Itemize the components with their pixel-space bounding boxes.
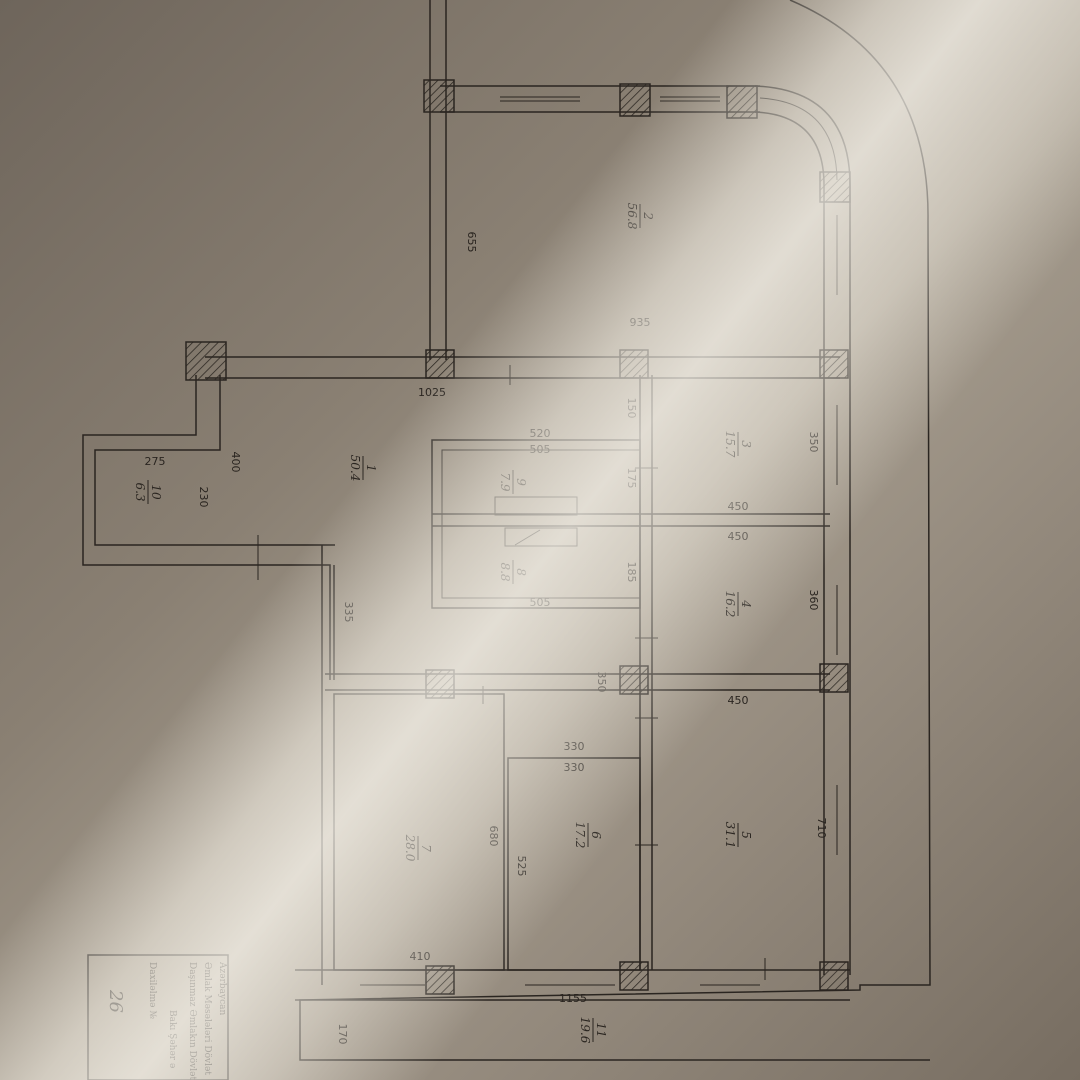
- svg-text:Daxiləlmə №: Daxiləlmə №: [147, 962, 157, 1019]
- svg-text:400: 400: [229, 452, 242, 473]
- svg-text:185: 185: [625, 562, 638, 583]
- registration-stamp: Azərbaycan Əmlak Məsələləri Dövlət Daşın…: [87, 954, 229, 1080]
- wall-horizontal-upper: [205, 356, 840, 379]
- room-8-9-outline: [431, 439, 641, 609]
- svg-text:Azərbaycan: Azərbaycan: [217, 961, 227, 1015]
- wall-right-exterior: [823, 185, 851, 975]
- handwritten-number: 26: [105, 989, 126, 1013]
- svg-text:17.2: 17.2: [573, 822, 587, 849]
- wall-room2-left: [429, 0, 447, 360]
- svg-text:2: 2: [641, 211, 655, 220]
- svg-text:175: 175: [625, 468, 638, 489]
- room-label-11: 11 19.6: [578, 1017, 608, 1044]
- svg-text:16.2: 16.2: [723, 591, 737, 618]
- svg-text:275: 275: [145, 455, 166, 468]
- room-label-4: 4 16.2: [723, 591, 753, 618]
- svg-text:330: 330: [564, 761, 585, 774]
- svg-text:4: 4: [739, 599, 753, 608]
- svg-text:10: 10: [149, 484, 163, 500]
- svg-text:3: 3: [739, 440, 753, 448]
- svg-text:350: 350: [595, 672, 608, 693]
- svg-text:50.4: 50.4: [348, 455, 362, 482]
- svg-text:150: 150: [625, 398, 638, 419]
- svg-text:Daşınmaz Əmlakın Dövlət: Daşınmaz Əmlakın Dövlət: [187, 962, 197, 1080]
- svg-text:520: 520: [530, 427, 551, 440]
- svg-text:170: 170: [336, 1024, 349, 1045]
- svg-text:450: 450: [728, 530, 749, 543]
- room-label-1: 1 50.4: [348, 455, 378, 482]
- svg-text:330: 330: [564, 740, 585, 753]
- svg-text:410: 410: [410, 950, 431, 963]
- wall-curved-corner: [754, 85, 851, 186]
- svg-text:505: 505: [530, 443, 551, 456]
- svg-text:505: 505: [530, 596, 551, 609]
- room-label-6: 6 17.2: [573, 822, 603, 849]
- svg-text:1: 1: [364, 464, 378, 472]
- wall-horizontal-lower: [325, 673, 830, 691]
- svg-text:360: 360: [807, 590, 820, 611]
- room-10-outline: [82, 375, 335, 985]
- svg-text:Əmlak Məsələləri Dövlət: Əmlak Məsələləri Dövlət: [202, 962, 212, 1075]
- svg-text:1025: 1025: [418, 386, 446, 399]
- svg-text:6: 6: [589, 831, 603, 839]
- svg-text:710: 710: [815, 818, 828, 839]
- svg-text:5: 5: [739, 831, 753, 839]
- room-7-outline: [333, 693, 505, 971]
- room-label-2: 2 56.8: [625, 203, 655, 230]
- wall-horizontal-middle: [432, 513, 830, 527]
- svg-text:7.9: 7.9: [498, 472, 512, 491]
- svg-text:7: 7: [419, 844, 433, 852]
- room-label-3: 3 15.7: [723, 431, 753, 458]
- svg-text:6.3: 6.3: [133, 482, 147, 501]
- room-label-8: 8 8.8: [498, 560, 528, 584]
- dimension-labels: 655 935 1025 150 520 505 175 350 450 450…: [145, 232, 829, 1045]
- room-label-10: 10 6.3: [133, 480, 163, 504]
- room-label-7: 7 28.0: [403, 834, 433, 862]
- room-label-5: 5 31.1: [723, 822, 753, 849]
- svg-text:350: 350: [807, 432, 820, 453]
- svg-text:680: 680: [487, 826, 500, 847]
- svg-text:450: 450: [728, 694, 749, 707]
- svg-text:9: 9: [514, 478, 528, 486]
- svg-text:15.7: 15.7: [723, 431, 737, 458]
- svg-text:31.1: 31.1: [723, 822, 737, 849]
- wall-room2-top: [440, 85, 760, 113]
- svg-text:8: 8: [514, 568, 528, 576]
- bathroom-fixtures: [494, 496, 578, 547]
- svg-text:11: 11: [594, 1022, 608, 1037]
- svg-text:450: 450: [728, 500, 749, 513]
- svg-text:19.6: 19.6: [578, 1017, 592, 1044]
- svg-text:655: 655: [465, 232, 478, 253]
- svg-text:525: 525: [515, 856, 528, 877]
- svg-text:56.8: 56.8: [625, 203, 639, 230]
- svg-text:335: 335: [342, 602, 355, 623]
- svg-text:230: 230: [197, 487, 210, 508]
- svg-text:Bakı Şəhər ə: Bakı Şəhər ə: [167, 1010, 177, 1068]
- svg-text:28.0: 28.0: [403, 834, 417, 862]
- svg-text:8.8: 8.8: [498, 562, 512, 581]
- svg-text:1155: 1155: [559, 992, 587, 1005]
- svg-text:935: 935: [630, 316, 651, 329]
- room-label-9: 9 7.9: [498, 470, 528, 494]
